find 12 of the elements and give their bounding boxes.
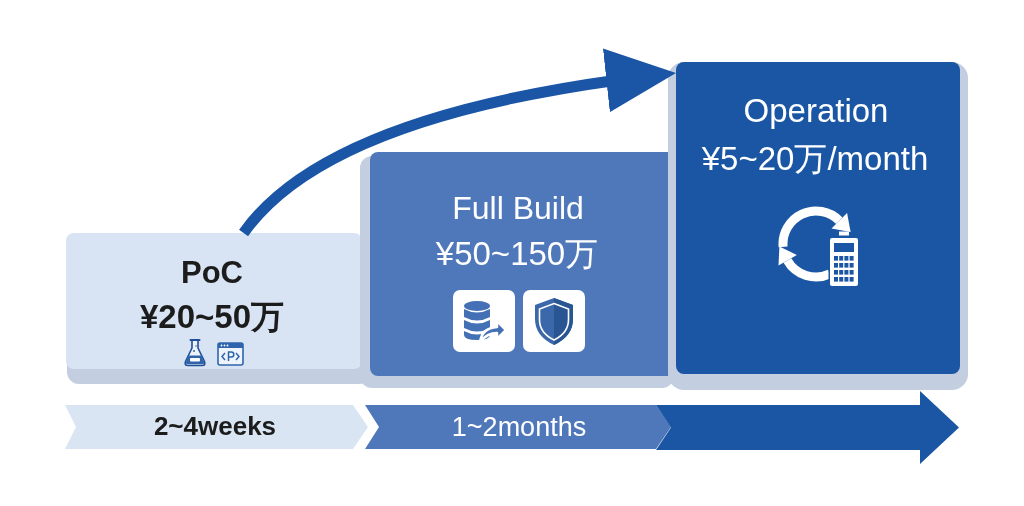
price-label: ¥50~150万 bbox=[435, 235, 599, 273]
chevron-segment bbox=[365, 405, 671, 449]
stage-title: Full Build bbox=[452, 191, 584, 227]
duration-label: 1~2months bbox=[451, 411, 587, 443]
stage-title: PoC bbox=[181, 255, 243, 291]
timeline-arrow bbox=[656, 391, 959, 464]
duration-label: 2~4weeks bbox=[153, 412, 277, 442]
arrow bbox=[239, 49, 677, 237]
stage-title: Operation bbox=[743, 92, 889, 130]
price-label: ¥5~20万/month bbox=[701, 140, 929, 178]
price-label: ¥20~50万 bbox=[140, 298, 284, 336]
chevron-segment bbox=[65, 405, 368, 449]
